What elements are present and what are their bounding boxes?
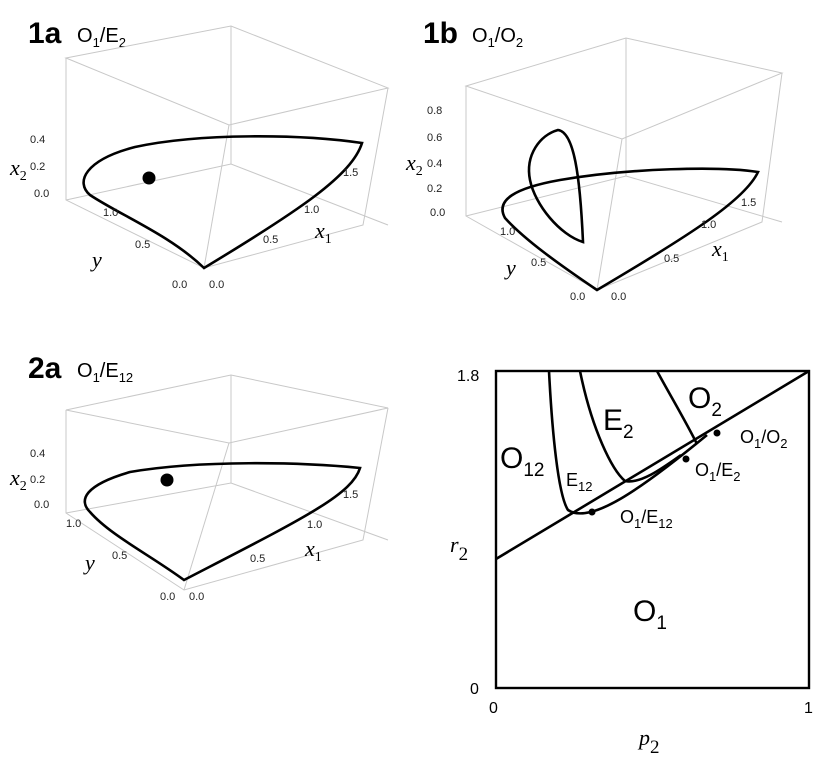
panel-1b-x2-tick: 0.2	[427, 183, 442, 195]
panel-1a-title: O1/E2	[77, 25, 126, 50]
panel-1a-y-axis-label: y	[90, 247, 102, 272]
panel-1b-y-axis-label: y	[504, 255, 516, 280]
panel-1a-x1-tick: 0.0	[209, 279, 224, 291]
panel-2a-x2-axis-label: x2	[9, 465, 27, 494]
point-label-o1-e12: O1/E12	[620, 507, 673, 531]
panel-2a-orbit	[83, 461, 362, 582]
panel-2a-x2-tick: 0.4	[30, 448, 45, 460]
bifurcation-e12-curve	[547, 370, 708, 515]
panel-1b-x1-tick: 1.0	[701, 219, 716, 231]
panel-2a-equilibrium-point	[160, 473, 174, 487]
region-label-o1: O1	[633, 595, 667, 634]
panel-1a-x2-tick: 0.2	[30, 161, 45, 173]
region-label-o2: O2	[688, 382, 722, 421]
panel-1a-x2-tick: 0.4	[30, 134, 45, 146]
panel-1b-orbit-a	[501, 167, 760, 292]
panel-1a-x2-axis-label: x2	[9, 155, 27, 184]
bifurcation-y-axis-label: r2	[450, 532, 468, 565]
bifurcation-diagonal-line	[495, 369, 810, 561]
panel-2a-x2-tick: 0.2	[30, 474, 45, 486]
bifurcation-diagram: E2 O2 O12 E12 O1 O1/O2 O1/E2 O1/E12 1.8 …	[450, 368, 813, 758]
panel-1b-label: 1b	[423, 17, 458, 50]
panel-2a-x1-tick: 0.5	[250, 553, 265, 565]
bifurcation-y-tick-min: 0	[470, 681, 479, 698]
bifurcation-point-o1-o2	[713, 429, 721, 437]
panel-1b: 1b O1/O2 x2 0.8 0.6 0.4 0.2 0.0 y 1.0 0.…	[405, 17, 784, 303]
panel-1b-y-tick: 1.0	[500, 226, 515, 238]
panel-1b-x1-tick: 1.5	[741, 197, 756, 209]
bifurcation-x-tick-max: 1	[804, 700, 813, 717]
panel-1a-equilibrium-point	[142, 171, 156, 185]
panel-1a-x2-tick: 0.0	[34, 188, 49, 200]
region-label-o12: O12	[500, 442, 544, 481]
panel-1b-orbit-b	[527, 128, 585, 244]
panel-1a-box	[64, 25, 390, 269]
panel-2a-y-tick: 1.0	[66, 518, 81, 530]
panel-1a-x1-axis-label: x1	[314, 218, 332, 247]
panel-1b-title: O1/O2	[472, 25, 523, 50]
panel-1a-y-tick: 0.0	[172, 279, 187, 291]
panel-1b-x1-tick: 0.5	[664, 253, 679, 265]
panel-1b-x1-axis-label: x1	[711, 236, 729, 265]
panel-1b-x2-tick: 0.4	[427, 158, 442, 170]
panel-1b-x2-axis-label: x2	[405, 150, 423, 179]
panel-1a-y-tick: 1.0	[103, 207, 118, 219]
bifurcation-point-o1-e2	[682, 455, 690, 463]
point-label-o1-e2: O1/E2	[695, 460, 741, 484]
bifurcation-point-o1-e12	[588, 508, 596, 516]
panel-2a-x1-axis-label: x1	[304, 536, 322, 565]
panel-2a-x1-tick: 1.5	[343, 489, 358, 501]
panel-2a-y-tick: 0.5	[112, 550, 127, 562]
bifurcation-x-axis-label: p2	[637, 725, 660, 758]
panel-2a-x1-tick: 1.0	[307, 519, 322, 531]
bifurcation-o2-curve	[655, 370, 699, 445]
panel-1a-orbit	[82, 135, 364, 270]
panel-1b-y-tick: 0.5	[531, 257, 546, 269]
panel-2a-y-tick: 0.0	[160, 591, 175, 603]
panel-1b-x2-tick: 0.8	[427, 105, 442, 117]
panel-1b-x1-tick: 0.0	[611, 291, 626, 303]
panel-2a-x1-tick: 0.0	[189, 591, 204, 603]
region-label-e12: E12	[566, 470, 592, 494]
bifurcation-frame	[494, 369, 811, 690]
panel-1b-box	[464, 37, 784, 291]
point-label-o1-o2: O1/O2	[740, 427, 788, 451]
bifurcation-e2-curve	[578, 370, 682, 483]
panel-2a-x2-tick: 0.0	[34, 499, 49, 511]
panel-1a: 1a O1/E2 x2 0.4 0.2 0.0 y 1.0 0.5 0.0 x1…	[9, 17, 390, 291]
panel-1b-x2-tick: 0.0	[430, 207, 445, 219]
region-label-e2: E2	[603, 404, 634, 443]
panel-1b-x2-tick: 0.6	[427, 132, 442, 144]
bifurcation-x-tick-min: 0	[489, 700, 498, 717]
panel-1a-label: 1a	[28, 17, 62, 50]
panel-2a-label: 2a	[28, 352, 62, 385]
panel-2a-title: O1/E12	[77, 360, 133, 385]
panel-1b-y-tick: 0.0	[570, 291, 585, 303]
bifurcation-y-tick-max: 1.8	[457, 368, 479, 385]
panel-1a-x1-tick: 1.0	[304, 204, 319, 216]
panel-1a-x1-tick: 1.5	[343, 167, 358, 179]
panel-2a-y-axis-label: y	[83, 550, 95, 575]
panel-2a-box	[65, 374, 389, 591]
panel-1a-y-tick: 0.5	[135, 239, 150, 251]
panel-1a-x1-tick: 0.5	[263, 234, 278, 246]
panel-2a: 2a O1/E12 x2 0.4 0.2 0.0 y 1.0 0.5 0.0 x…	[9, 352, 389, 603]
